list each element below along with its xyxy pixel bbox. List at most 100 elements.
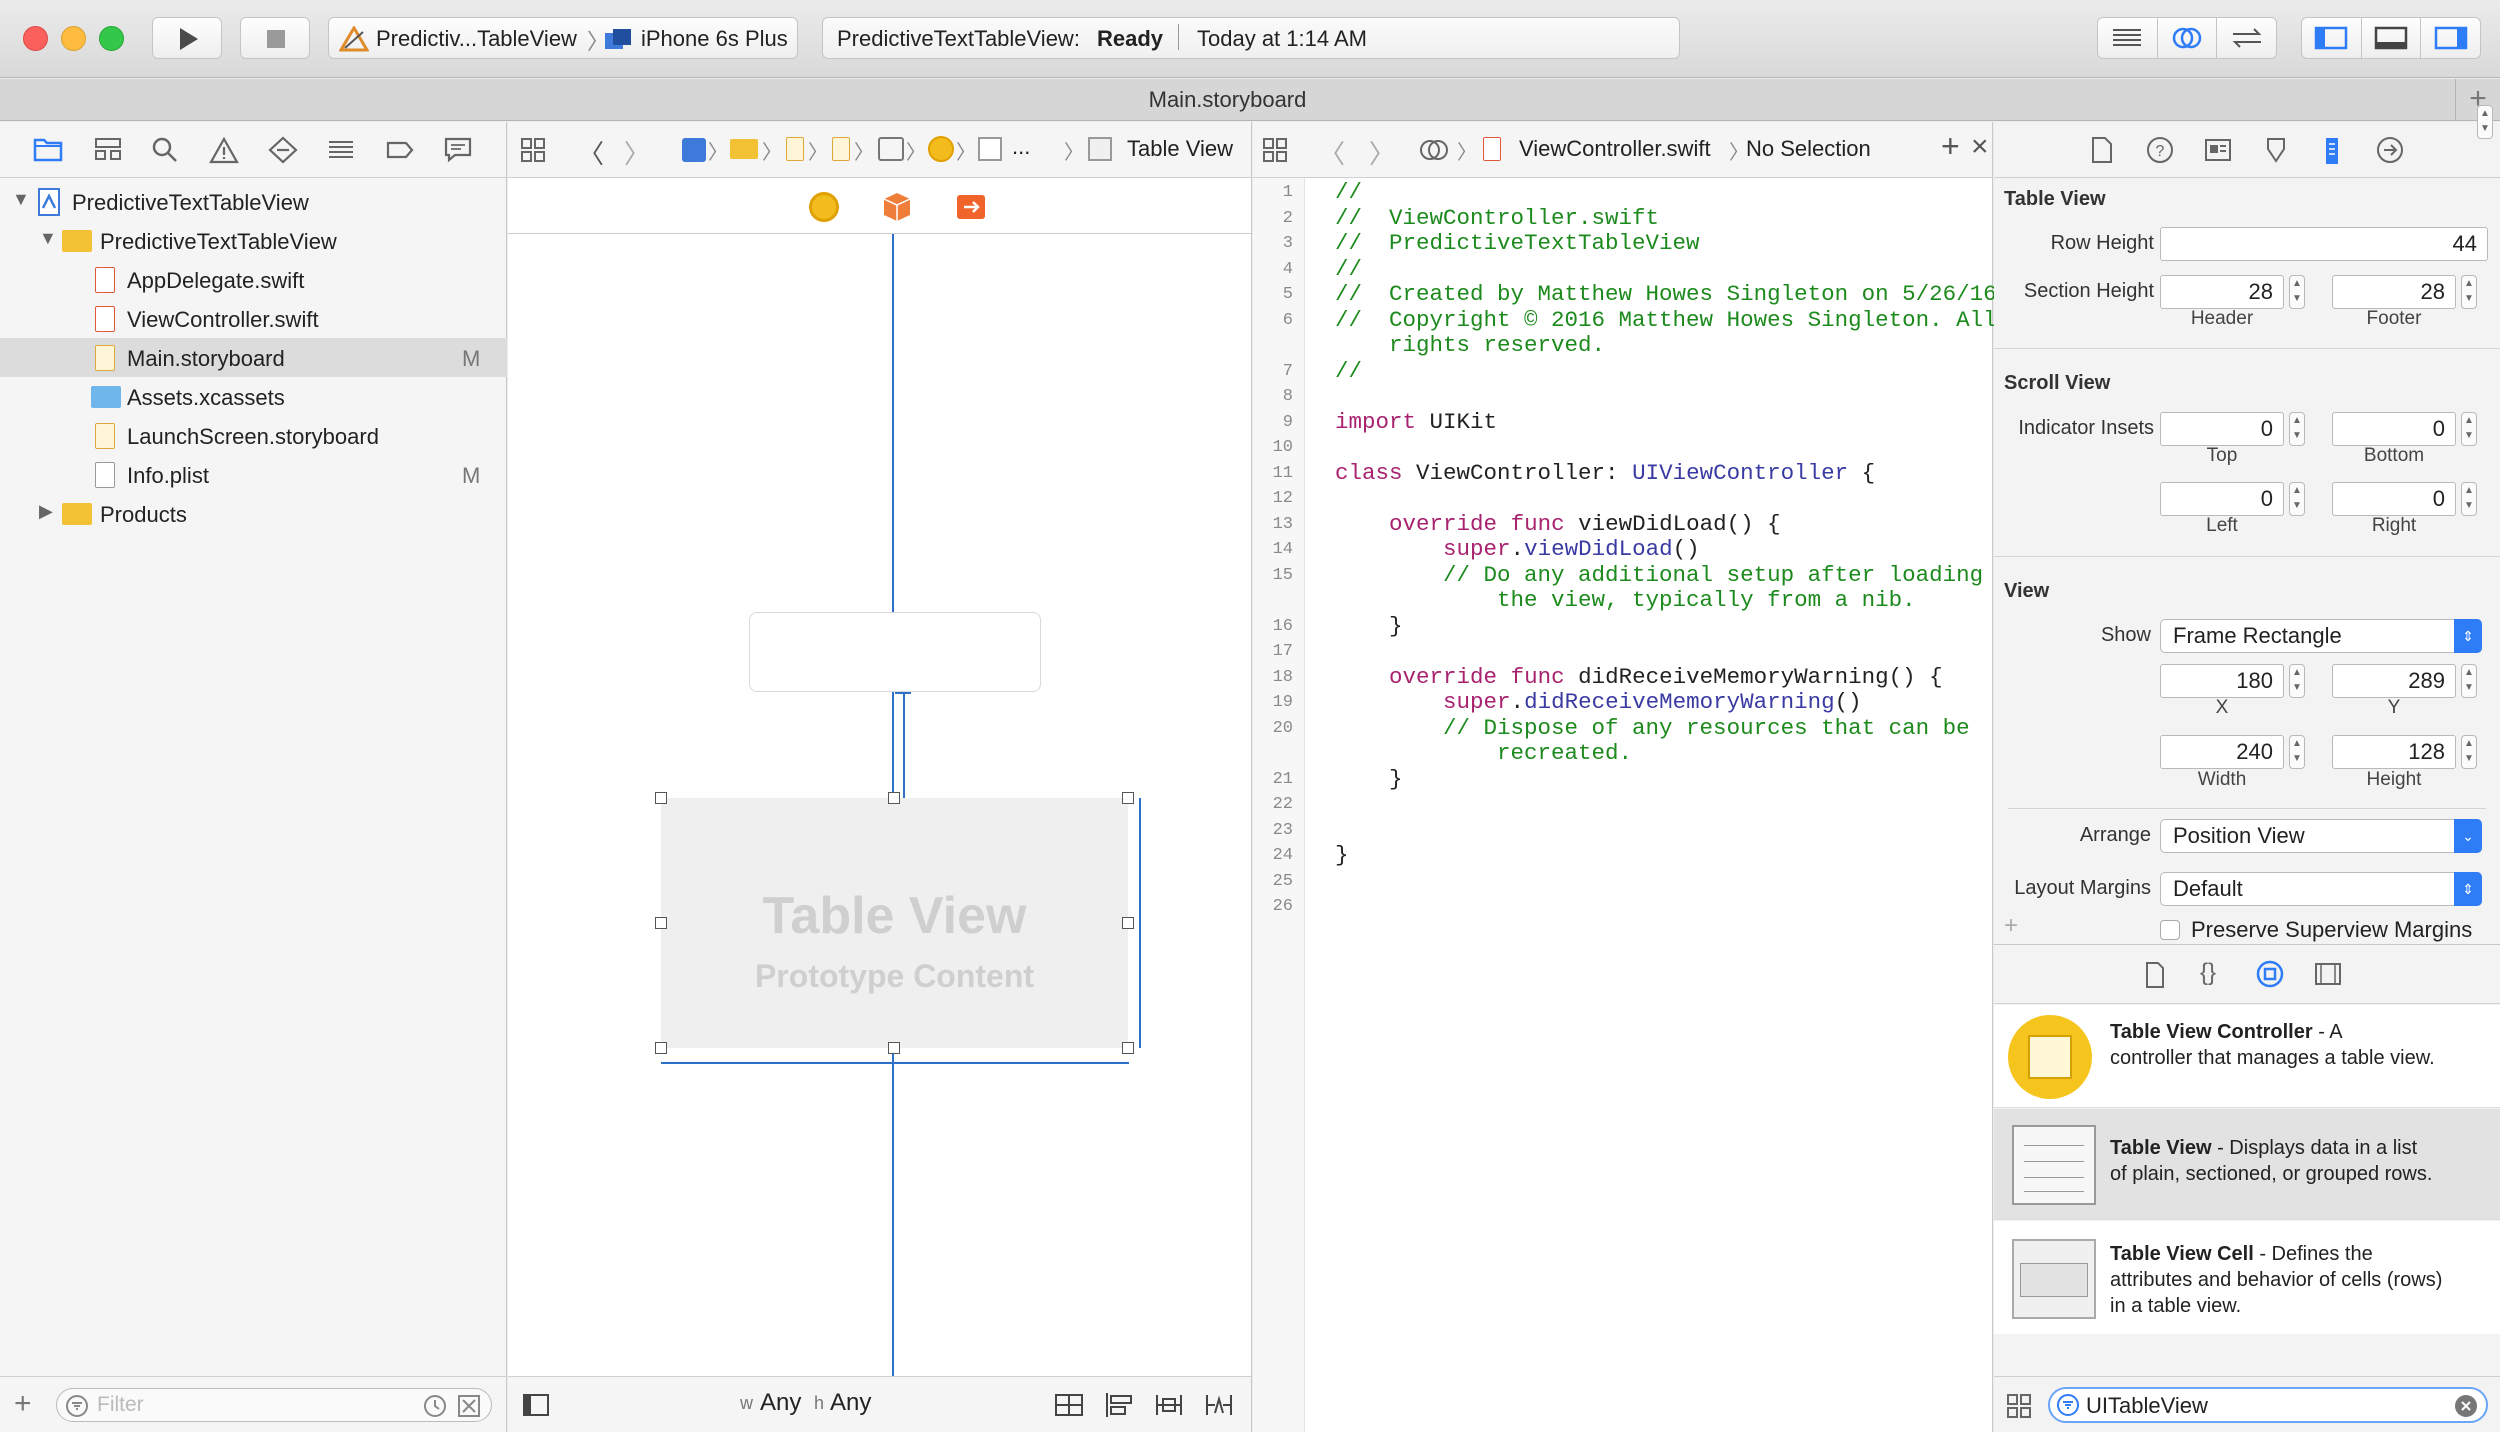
inset-right-stepper[interactable]: ▲▼ <box>2461 482 2477 516</box>
filter-input[interactable]: Filter <box>56 1388 492 1422</box>
frame-y-stepper[interactable]: ▲▼ <box>2461 664 2477 698</box>
inset-top-stepper[interactable]: ▲▼ <box>2289 412 2305 446</box>
resize-handle[interactable] <box>888 1042 900 1054</box>
test-diamond-icon[interactable] <box>268 136 298 164</box>
jump-ellipsis[interactable]: ... <box>1012 134 1031 159</box>
align-icon[interactable] <box>1103 1391 1135 1419</box>
identity-inspector-icon[interactable] <box>2204 136 2232 164</box>
panel-toggle-control[interactable] <box>2301 17 2481 59</box>
scene-icon[interactable] <box>878 137 904 161</box>
disclosure-closed-icon[interactable]: ▶ <box>39 501 53 521</box>
arrange-popup[interactable]: Position View ⌄ <box>2160 819 2482 853</box>
frame-x-stepper[interactable]: ▲▼ <box>2289 664 2305 698</box>
assistant-code-editor[interactable]: 〈 〉 〉 ViewController.swift 〉 No Selectio… <box>1253 122 2010 1432</box>
view-icon[interactable] <box>978 137 1002 161</box>
warning-icon[interactable] <box>209 136 239 164</box>
resize-handle[interactable] <box>888 792 900 804</box>
inset-bottom-field[interactable]: 0 <box>2332 412 2456 446</box>
run-button[interactable] <box>152 17 222 59</box>
frame-height-stepper[interactable]: ▲▼ <box>2461 735 2477 769</box>
assistant-editor-button[interactable] <box>2158 18 2218 58</box>
interface-builder-canvas[interactable]: 〈 〉 〉 〉 〉 〉 〉 〉 ... 〉 Table View Table V… <box>508 122 1252 1432</box>
resize-handle[interactable] <box>1122 792 1134 804</box>
stop-button[interactable] <box>240 17 310 59</box>
storyboard-base-icon[interactable] <box>832 137 850 161</box>
inset-bottom-stepper[interactable]: ▲▼ <box>2461 412 2477 446</box>
back-arrow-icon[interactable]: 〈 <box>1319 139 1346 169</box>
minimize-window-button[interactable] <box>61 26 86 51</box>
version-editor-button[interactable] <box>2217 18 2276 58</box>
media-library-icon[interactable] <box>2314 962 2342 986</box>
library-item[interactable]: Table View Cell - Defines the attributes… <box>1994 1221 2500 1334</box>
document-outline-toggle-icon[interactable] <box>522 1393 550 1417</box>
breakpoint-tag-icon[interactable] <box>385 136 415 164</box>
jump-file-name[interactable]: ViewController.swift <box>1519 136 1711 161</box>
frame-y-field[interactable]: 289 <box>2332 664 2456 698</box>
preserve-margins-checkbox[interactable] <box>2160 920 2180 940</box>
folder-icon[interactable] <box>730 139 758 159</box>
row-height-field[interactable]: 44 <box>2160 227 2488 261</box>
list-item[interactable]: ViewController.swift <box>0 299 507 338</box>
list-item[interactable]: Assets.xcassets <box>0 377 507 416</box>
exit-icon[interactable] <box>954 190 988 224</box>
table-view[interactable]: Table View Prototype Content <box>661 798 1128 1048</box>
standard-editor-button[interactable] <box>2098 18 2158 58</box>
show-popup[interactable]: Frame Rectangle ⇕ <box>2160 619 2482 653</box>
help-icon[interactable]: ? <box>2146 136 2174 164</box>
size-class-width[interactable]: Any <box>760 1389 802 1416</box>
resize-handle[interactable] <box>1122 917 1134 929</box>
list-item[interactable]: AppDelegate.swift <box>0 260 507 299</box>
size-inspector-icon[interactable] <box>2320 136 2344 166</box>
footer-height-stepper[interactable]: ▲▼ <box>2461 275 2477 309</box>
connections-arrow-icon[interactable] <box>2376 136 2404 164</box>
frame-x-field[interactable]: 180 <box>2160 664 2284 698</box>
disclosure-open-icon[interactable]: ▼ <box>12 189 30 209</box>
inset-top-field[interactable]: 0 <box>2160 412 2284 446</box>
resize-handle[interactable] <box>655 917 667 929</box>
editor-mode-control[interactable] <box>2097 17 2277 59</box>
library-search-input[interactable]: UITableView <box>2048 1387 2488 1423</box>
object-library-icon[interactable] <box>2256 960 2284 988</box>
toggle-utilities-button[interactable] <box>2421 18 2480 58</box>
add-file-button[interactable]: + <box>14 1387 32 1420</box>
scheme-selector[interactable]: Predictiv...TableView 〉 iPhone 6s Plus <box>328 17 798 59</box>
list-item[interactable]: ▼ PredictiveTextTableView <box>0 221 507 260</box>
resolve-auto-layout-icon[interactable] <box>1203 1391 1235 1419</box>
header-height-field[interactable]: 28 <box>2160 275 2284 309</box>
library-item[interactable]: Table View Controller - A controller tha… <box>1994 1005 2500 1108</box>
forward-arrow-icon[interactable]: 〉 <box>1369 139 1396 169</box>
jump-selection[interactable]: No Selection <box>1746 136 1871 161</box>
toggle-navigator-button[interactable] <box>2302 18 2362 58</box>
close-window-button[interactable] <box>23 26 48 51</box>
clear-search-icon[interactable] <box>2454 1394 2478 1418</box>
view-controller-icon[interactable] <box>928 136 954 162</box>
resize-handle[interactable] <box>1122 1042 1134 1054</box>
row-height-stepper[interactable]: ▲▼ <box>2477 105 2493 139</box>
placeholder-view[interactable] <box>749 612 1041 692</box>
file-template-icon[interactable] <box>2144 961 2166 989</box>
frame-height-field[interactable]: 128 <box>2332 735 2456 769</box>
back-arrow-icon[interactable]: 〈 <box>578 139 605 169</box>
zoom-window-button[interactable] <box>99 26 124 51</box>
recent-files-icon[interactable] <box>423 1394 447 1418</box>
inset-left-field[interactable]: 0 <box>2160 482 2284 516</box>
first-responder-cube-icon[interactable] <box>880 190 914 224</box>
source-control-filter-icon[interactable] <box>457 1394 481 1418</box>
add-editor-button[interactable]: + <box>1941 128 1960 164</box>
view-controller-icon[interactable] <box>809 192 839 222</box>
library-item-selected[interactable]: Table View - Displays data in a list of … <box>1994 1109 2500 1220</box>
code-snippet-icon[interactable]: {} <box>2200 959 2217 986</box>
list-item[interactable]: ▶ Products <box>0 494 507 533</box>
size-class-height[interactable]: Any <box>830 1389 872 1416</box>
project-icon[interactable] <box>682 138 706 162</box>
header-height-stepper[interactable]: ▲▼ <box>2289 275 2305 309</box>
pin-icon[interactable] <box>1153 1391 1185 1419</box>
attributes-shield-icon[interactable] <box>2262 136 2290 164</box>
forward-arrow-icon[interactable]: 〉 <box>624 139 651 169</box>
add-layout-margin-button[interactable]: + <box>2004 912 2019 939</box>
resize-handle[interactable] <box>655 792 667 804</box>
automatic-counterpart-icon[interactable] <box>1419 136 1449 164</box>
symbol-navigator-icon[interactable] <box>93 136 123 162</box>
footer-height-field[interactable]: 28 <box>2332 275 2456 309</box>
list-item[interactable]: ▼ PredictiveTextTableView <box>0 182 507 221</box>
